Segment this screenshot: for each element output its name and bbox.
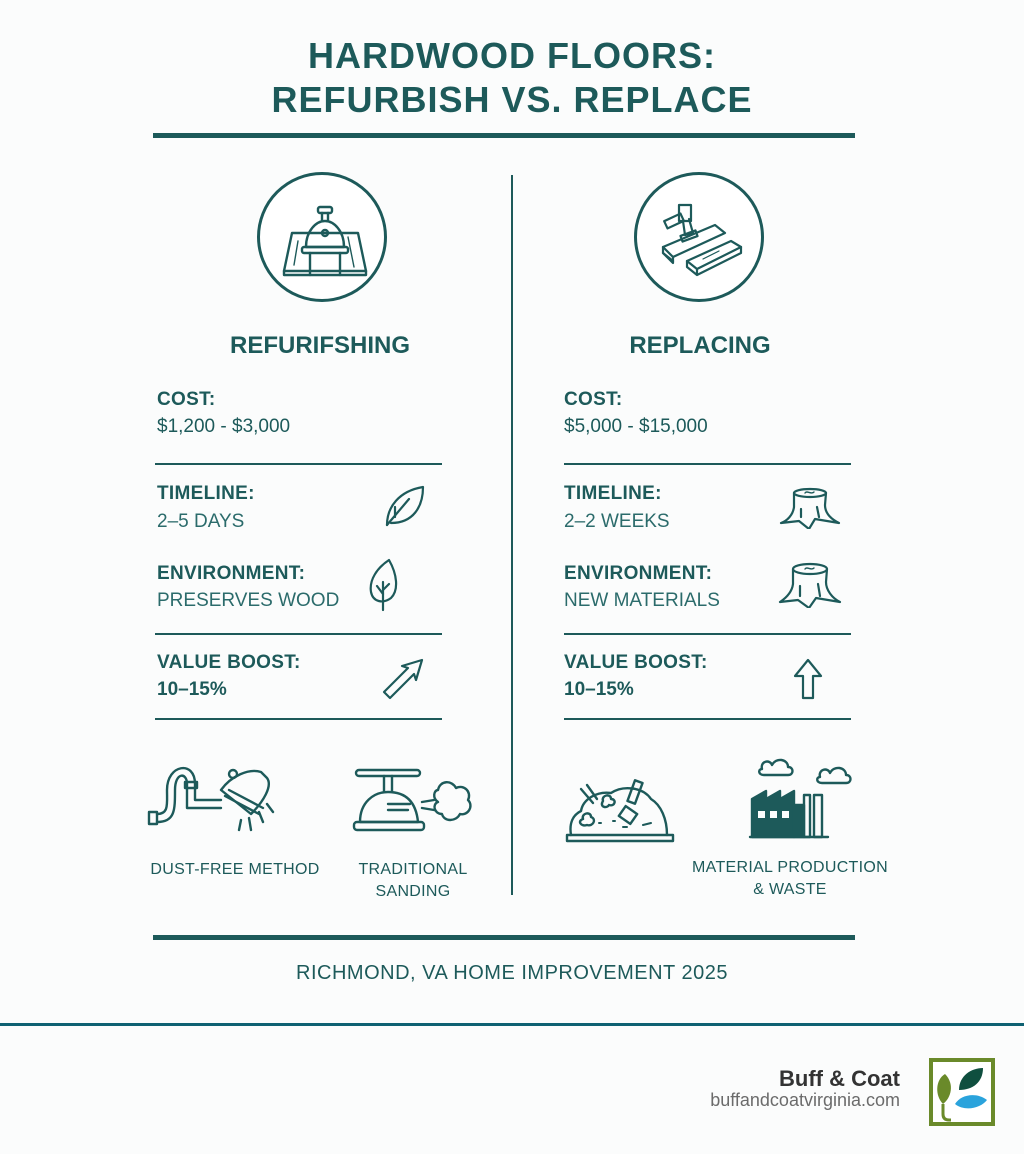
refurbishing-cost-value: $1,200 - $3,000 [157,416,291,437]
floor-sander-on-planks-icon [282,205,368,277]
arrow-up-icon [793,658,823,700]
replacing-value-boost-label: VALUE BOOST: [564,652,708,673]
tree-stump-icon [778,562,842,608]
row-divider [155,718,442,720]
sander-dust-cloud-icon [352,768,472,832]
refurbishing-timeline-value: 2–5 DAYS [157,511,245,532]
replacing-environment-value: NEW MATERIALS [564,590,720,611]
caption-line: SANDING [375,883,451,900]
title-divider [153,133,855,138]
shower-head-icon [147,766,275,832]
refurbishing-heading: REFURIFSHING [230,332,410,359]
row-divider [155,633,442,635]
row-divider [564,633,851,635]
traditional-sanding-caption: TRADITIONAL SANDING [340,859,486,903]
replacing-environment-label: ENVIRONMENT: [564,563,713,584]
page-title-line1: HARDWOOD FLOORS: [308,35,716,76]
caption-line: TRADITIONAL [358,861,468,878]
factory-icon [748,758,852,839]
refurbishing-environment-label: ENVIRONMENT: [157,563,306,584]
replacing-heading: REPLACING [629,332,771,359]
page-title-line2: REFURBISH VS. REPLACE [271,79,753,120]
leaf-icon [369,558,398,612]
leaf-icon [385,485,425,527]
refurbishing-cost-label: COST: [157,389,216,410]
row-divider [564,718,851,720]
dust-free-method-caption: DUST-FREE METHOD [150,861,320,878]
caption-line: MATERIAL PRODUCTION [692,859,888,876]
arrow-up-right-icon [382,658,424,700]
brand-name: Buff & Coat [779,1066,900,1091]
column-divider [511,175,513,895]
material-production-waste-caption: MATERIAL PRODUCTION & WASTE [680,857,900,901]
footer-band [0,1023,1024,1026]
row-divider [564,463,851,465]
waste-pile-icon [565,779,675,843]
refurbishing-timeline-label: TIMELINE: [157,483,255,504]
leaf-logo-icon [929,1058,995,1126]
refurbishing-hero-badge [257,172,387,302]
replacing-value-boost-value: 10–15% [564,679,634,700]
footer-divider [153,935,855,940]
refurbishing-value-boost-value: 10–15% [157,679,227,700]
replacing-timeline-value: 2–2 WEEKS [564,511,670,532]
replacing-hero-badge [634,172,764,302]
replacing-cost-value: $5,000 - $15,000 [564,416,708,437]
replacing-cost-label: COST: [564,389,623,410]
tree-stump-icon [779,487,841,529]
brand-url[interactable]: buffandcoatvirginia.com [710,1090,900,1110]
refurbishing-environment-value: PRESERVES WOOD [157,590,340,611]
replacing-timeline-label: TIMELINE: [564,483,662,504]
caption-line: & WASTE [753,881,827,898]
refurbishing-value-boost-label: VALUE BOOST: [157,652,301,673]
hammer-on-planks-icon [661,203,743,277]
row-divider [155,463,442,465]
footer-tagline: RICHMOND, VA HOME IMPROVEMENT 2025 [296,962,728,984]
